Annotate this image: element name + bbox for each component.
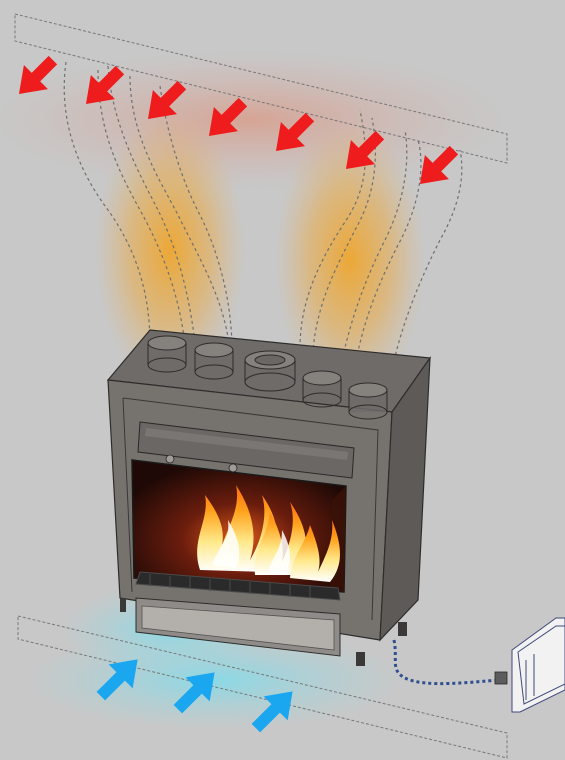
hot-air-arrow [208, 97, 248, 137]
screw [165, 454, 175, 464]
cold-air-inlet-grille-outline [17, 615, 508, 759]
cold-air-arrows [96, 659, 293, 733]
hot-air-arrows [18, 55, 459, 185]
hot-air-arrow [18, 55, 58, 95]
cold-air-arrow [251, 691, 293, 733]
hot-air-arrow [419, 145, 459, 185]
hot-air-arrow [345, 130, 385, 170]
fireplace-foot [356, 652, 365, 666]
duct-collar [348, 382, 388, 420]
screw [228, 463, 238, 473]
fireplace-foot [120, 598, 126, 612]
duct-collars [147, 335, 388, 420]
hot-air-arrow [147, 80, 187, 120]
cable-plug [494, 671, 508, 685]
hot-air-arrow [275, 112, 315, 152]
duct-collar [194, 342, 234, 380]
flue-collar [244, 350, 296, 392]
fireplace-side [379, 355, 431, 642]
electrical-cable [392, 639, 501, 686]
hot-air-glow [0, 50, 510, 400]
hot-air-arrow [85, 65, 125, 105]
flame [197, 485, 340, 582]
grate [135, 571, 341, 601]
hot-air-outlet-grille-outline [14, 13, 508, 164]
fireplace-foot [398, 622, 407, 636]
cold-air-arrow [96, 659, 138, 701]
duct-collar [302, 370, 342, 408]
wall-vent [511, 617, 565, 713]
cold-air-arrow [173, 672, 215, 714]
duct-collar [147, 335, 187, 373]
flexible-ducts [63, 61, 463, 391]
